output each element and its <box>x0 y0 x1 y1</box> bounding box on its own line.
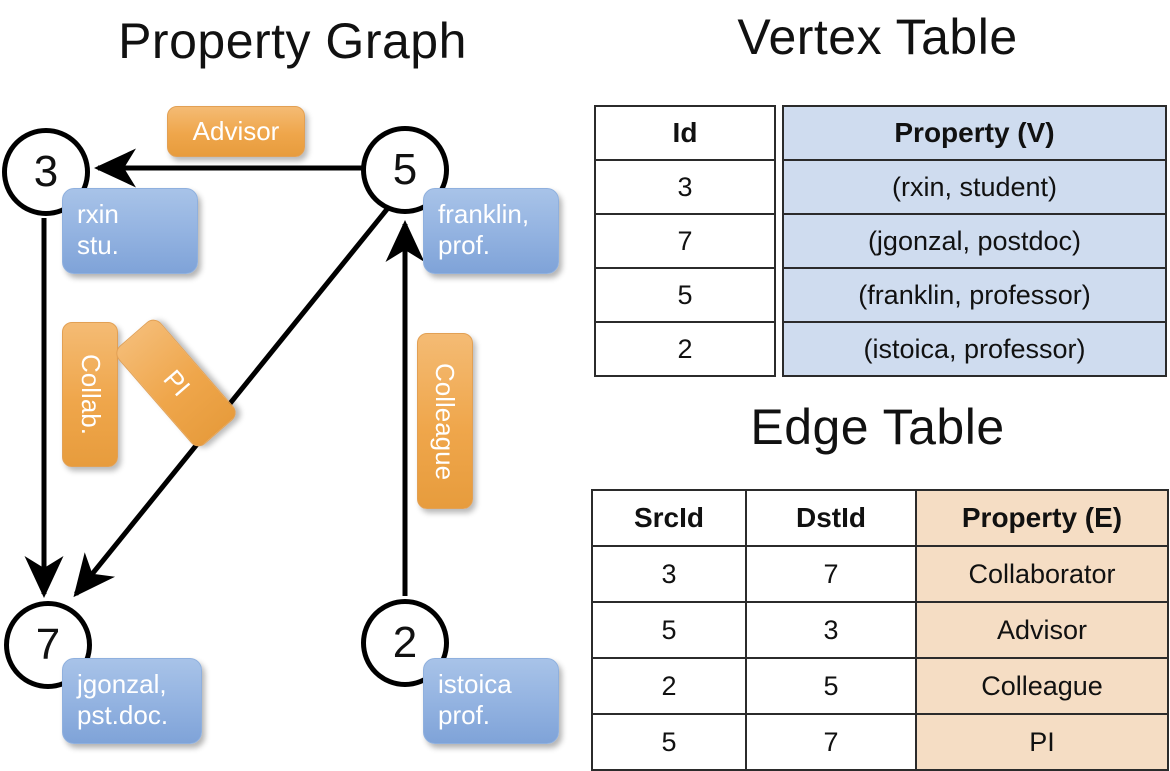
vertex-table-header-property: Property (V) <box>782 105 1167 161</box>
node-property-line-2: pst.doc. <box>77 699 169 730</box>
node-property-line-2: stu. <box>77 229 119 260</box>
edge-label-colleague-text: Colleague <box>430 362 461 480</box>
edge-dst-cell: 5 <box>745 657 917 715</box>
graph-node-2[interactable]: 2 <box>361 599 449 687</box>
graph-node-7-label: 7 <box>35 620 61 669</box>
edge-label-colleague[interactable]: Colleague <box>417 333 473 509</box>
edge-label-collab[interactable]: Collab. <box>62 322 118 467</box>
edge-property-cell: Colleague <box>915 657 1169 715</box>
node-property-line-2: prof. <box>438 229 491 260</box>
node-property-box-rxin[interactable]: rxin stu. <box>62 188 198 274</box>
table-row: (istoica, professor) <box>782 321 1167 377</box>
table-header-row: SrcId DstId Property (E) <box>591 489 1169 547</box>
table-row: 5 3 Advisor <box>591 601 1169 659</box>
node-property-line-1: jgonzal, <box>77 669 167 699</box>
table-row: (rxin, student) <box>782 159 1167 215</box>
table-row: 7 <box>594 213 776 269</box>
graph-edges-layer <box>24 148 425 599</box>
table-row: (franklin, professor) <box>782 267 1167 323</box>
edge-property-cell: Advisor <box>915 601 1169 659</box>
vertex-property-cell: (franklin, professor) <box>782 267 1167 323</box>
edge-dst-cell: 7 <box>745 545 917 603</box>
vertex-table-id-column: Id 3 7 5 2 <box>594 105 776 377</box>
vertex-property-cell: (rxin, student) <box>782 159 1167 215</box>
node-property-box-franklin[interactable]: franklin, prof. <box>423 188 559 274</box>
page-title-edge-table: Edge Table <box>750 399 1005 455</box>
vertex-id-cell: 7 <box>594 213 776 269</box>
vertex-id-cell: 3 <box>594 159 776 215</box>
edge-label-advisor-text: Advisor <box>192 116 280 146</box>
edge-property-cell: Collaborator <box>915 545 1169 603</box>
table-row: 3 7 Collaborator <box>591 545 1169 603</box>
property-graph-panel: 3 5 7 2 rxin stu. franklin, prof. jgonza… <box>0 0 585 760</box>
vertex-id-cell: 5 <box>594 267 776 323</box>
edge-dst-cell: 3 <box>745 601 917 659</box>
edge-property-cell: PI <box>915 713 1169 771</box>
node-property-line-2: prof. <box>438 699 491 730</box>
table-header-row: Property (V) <box>782 105 1167 161</box>
edge-src-cell: 5 <box>591 601 747 659</box>
edge-table-header-srcid: SrcId <box>591 489 747 547</box>
edge-src-cell: 2 <box>591 657 747 715</box>
edge-label-collab-text: Collab. <box>75 354 106 435</box>
table-row: 3 <box>594 159 776 215</box>
edge-src-cell: 3 <box>591 545 747 603</box>
vertex-table-header-id: Id <box>594 105 776 161</box>
edge-dst-cell: 7 <box>745 713 917 771</box>
vertex-property-cell: (jgonzal, postdoc) <box>782 213 1167 269</box>
node-property-line-1: istoica <box>438 669 512 699</box>
table-row: 2 <box>594 321 776 377</box>
vertex-table-property-column: Property (V) (rxin, student) (jgonzal, p… <box>782 105 1167 377</box>
edge-label-pi-text: PI <box>156 363 196 402</box>
edge-label-advisor[interactable]: Advisor <box>167 106 305 157</box>
node-property-box-istoica[interactable]: istoica prof. <box>423 658 559 744</box>
table-header-row: Id <box>594 105 776 161</box>
page-title-vertex-table: Vertex Table <box>737 9 1018 65</box>
node-property-box-jgonzal[interactable]: jgonzal, pst.doc. <box>62 658 202 744</box>
graph-node-5[interactable]: 5 <box>361 126 449 214</box>
edge-src-cell: 5 <box>591 713 747 771</box>
vertex-id-cell: 2 <box>594 321 776 377</box>
table-row: 2 5 Colleague <box>591 657 1169 715</box>
graph-node-5-label: 5 <box>392 145 418 194</box>
table-row: 5 7 PI <box>591 713 1169 771</box>
node-property-line-1: rxin <box>77 199 119 229</box>
page-title-property-graph: Property Graph <box>118 13 467 69</box>
node-property-line-1: franklin, <box>438 199 530 229</box>
table-row: (jgonzal, postdoc) <box>782 213 1167 269</box>
graph-node-2-label: 2 <box>392 618 418 667</box>
edge-table-header-property: Property (E) <box>915 489 1169 547</box>
graph-node-3-label: 3 <box>33 147 59 196</box>
vertex-property-cell: (istoica, professor) <box>782 321 1167 377</box>
edge-table: SrcId DstId Property (E) 3 7 Collaborato… <box>591 489 1169 771</box>
edge-table-header-dstid: DstId <box>745 489 917 547</box>
table-row: 5 <box>594 267 776 323</box>
edge-5-to-7 <box>73 206 390 598</box>
